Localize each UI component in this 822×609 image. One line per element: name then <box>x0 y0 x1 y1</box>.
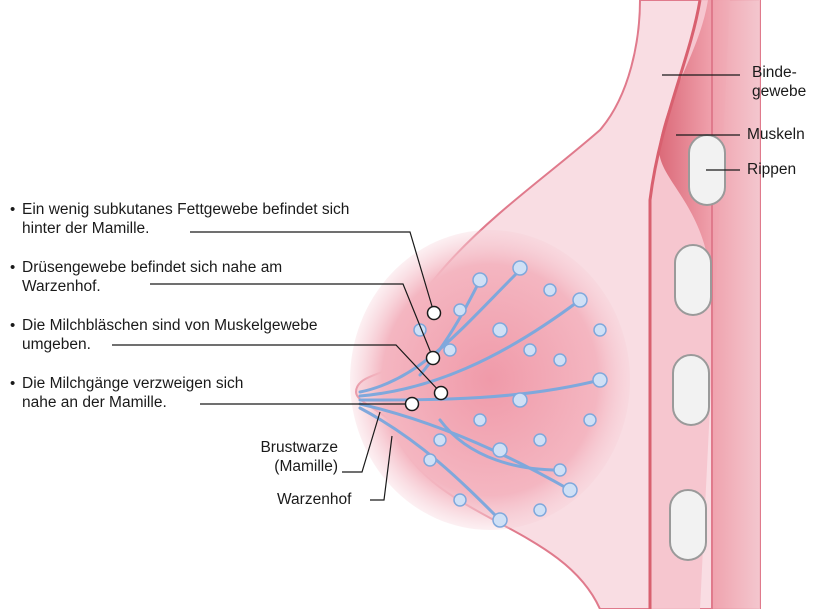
label-nipple: Brustwarze(Mamille) <box>230 438 338 476</box>
rib <box>675 245 711 315</box>
label-ribs: Rippen <box>747 160 796 179</box>
marker-fat <box>428 307 441 320</box>
label-muscles: Muskeln <box>747 125 805 144</box>
marker-ducts <box>406 398 419 411</box>
bullet-icon: • <box>10 258 15 277</box>
note-alveoli: • Die Milchbläschen sind von Muskelgeweb… <box>22 316 318 354</box>
bullet-icon: • <box>10 374 15 393</box>
bullet-icon: • <box>10 200 15 219</box>
note-fat: • Ein wenig subkutanes Fettgewebe befind… <box>22 200 349 238</box>
rib <box>670 490 706 560</box>
marker-alveoli <box>435 387 448 400</box>
bullet-icon: • <box>10 316 15 335</box>
label-areola: Warzenhof <box>277 490 351 509</box>
marker-gland <box>427 352 440 365</box>
rib <box>673 355 709 425</box>
label-connective-tissue: Binde-gewebe <box>752 63 806 101</box>
